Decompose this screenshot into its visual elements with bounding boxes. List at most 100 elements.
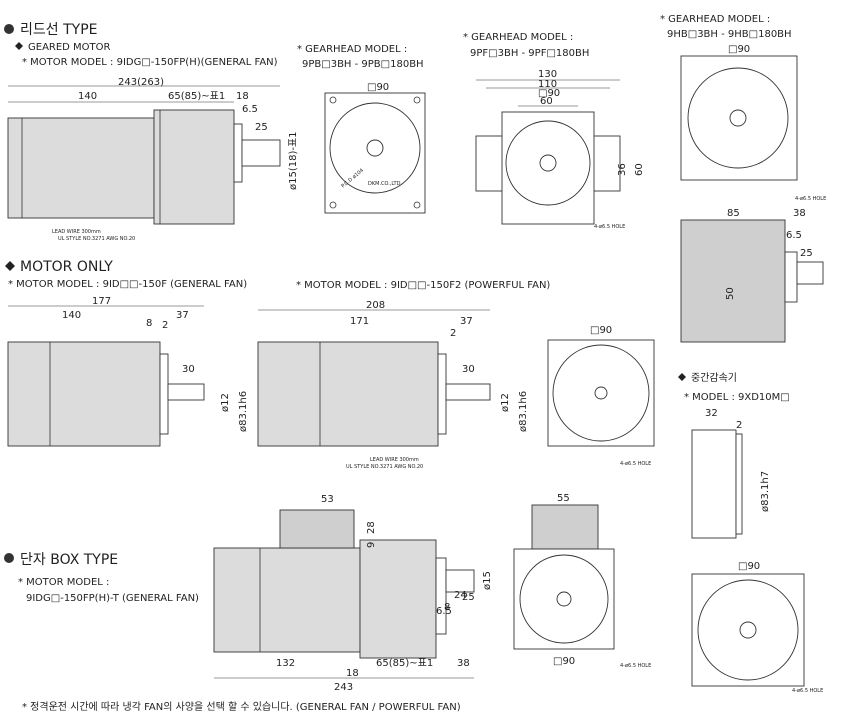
dim-83-h6: ø83.1h6 [238,391,249,432]
dim-sq90: □90 [367,82,389,93]
dim-38: 38 [793,208,806,219]
heading-motor-only: MOTOR ONLY [20,259,113,275]
dim-25-hb: 25 [800,248,813,259]
label-model-powerful: * MOTOR MODEL : 9ID□□-150F2 (POWERFUL FA… [296,280,550,291]
dim-6-5-box: 6.5 [436,606,452,617]
dim-25-box: 25 [462,592,475,603]
label-model-motor-only: * MOTOR MODEL : 9ID□□-150F (GENERAL FAN) [8,279,247,290]
footnote: * 정격운전 시간에 따라 냉각 FAN의 사양을 선택 할 수 있습니다. (… [22,700,461,713]
dim-6-5-hb: 6.5 [786,230,802,241]
dim-171: 171 [350,316,369,327]
dim-55: 55 [557,493,570,504]
lead-wire-note-pw: LEAD WIRE 300mm [370,457,419,463]
dim-60: 60 [540,96,553,107]
dim-sq90-pf: □90 [538,88,560,99]
bullet-icon [4,553,14,563]
heading-intermediate-gear: 중간감속기 [691,372,737,384]
label-model-box-2: 9IDG□-150FP(H)-T (GENERAL FAN) [26,593,199,604]
label-model-box-1: * MOTOR MODEL : [18,577,109,588]
dim-38-box: 38 [457,658,470,669]
dim-28: 28 [366,521,377,534]
label-gearhead-9pf: * GEARHEAD MODEL : [463,32,573,43]
label-gearhead-9hb-range: 9HB□3BH - 9HB□180BH [667,29,792,40]
dim-sq90-hb: □90 [728,44,750,55]
intermediate-gear-side-view: 32 2 ø83.1h7 [691,408,771,539]
diamond-bullet-icon [15,42,23,50]
dim-2-pw: 2 [450,328,456,339]
dim-243: 243 [334,682,353,693]
bullet-icon [4,24,14,34]
motor-front-view: □90 4-ø6.5 HOLE [547,325,655,467]
dim-53: 53 [321,494,334,505]
dim-132: 132 [276,658,295,669]
hole-note-gear: 4-ø6.5 HOLE [792,688,823,694]
hole-note-box: 4-ø6.5 HOLE [620,663,651,669]
dim-12: ø12 [220,393,231,412]
hole-note-hb: 4-ø6.5 HOLE [795,196,826,202]
dim-36: 36 [617,163,628,176]
terminal-box-side-view: 53 28 9 ø15 24 25 8 6.5 132 65(85)~표1 38… [213,494,493,693]
terminal-box-front-view: 55 □90 4-ø6.5 HOLE [513,493,651,669]
label-gearhead-9pf-range: 9PF□3BH - 9PF□180BH [470,48,589,59]
dim-2: 2 [162,320,168,331]
dim-8: 8 [146,318,152,329]
dim-18-box: 18 [346,668,359,679]
dim-208: 208 [366,300,385,311]
heading-lead-type: 리드선 TYPE [20,22,97,38]
dim-50: 50 [725,287,736,300]
heading-terminal-box: 단자 BOX TYPE [20,552,118,568]
intermediate-gear-front-view: □90 4-ø6.5 HOLE [691,561,823,694]
label-gearhead-9hb: * GEARHEAD MODEL : [660,14,770,25]
dim-85: 85 [727,208,740,219]
dim-140-mo: 140 [62,310,81,321]
brand-label: DKM.CO.,LTD. [368,181,402,187]
dim-60-v: 60 [634,163,645,176]
label-gearhead-9pb-range: 9PB□3BH - 9PB□180BH [302,59,424,70]
label-model-gear: * MODEL : 9XD10M□ [684,392,790,403]
gearhead-9pf-front-view: 130 110 □90 60 36 60 4-ø6.5 HOLE [475,69,645,230]
dim-25: 25 [255,122,268,133]
geared-motor-side-view: 243(263) 140 65(85)~표1 18 6.5 25 ø15(18)… [7,77,299,242]
label-gearhead-9pb: * GEARHEAD MODEL : [297,44,407,55]
gearhead-9pb-front-view: □90 P.C.D ø104 DKM.CO.,LTD. [324,82,426,214]
dim-37: 37 [176,310,189,321]
dim-37-pw: 37 [460,316,473,327]
dim-12-pw: ø12 [500,393,511,412]
dim-24: 24 [454,590,467,601]
hole-note: 4-ø6.5 HOLE [594,224,625,230]
dim-15-18: ø15(18)-표1 [288,131,299,190]
dim-65-85-box: 65(85)~표1 [376,658,433,669]
dim-sq90-gear: □90 [738,561,760,572]
gearhead-9hb-views: □90 4-ø6.5 HOLE 85 38 6.5 25 50 [680,44,826,343]
label-model-geared: * MOTOR MODEL : 9IDG□-150FP(H)(GENERAL F… [22,57,278,68]
dim-2-gear: 2 [736,420,742,431]
label-geared-motor: GEARED MOTOR [28,42,111,53]
dim-9: 9 [366,542,377,548]
dim-sq90-box: □90 [553,656,575,667]
lead-wire-note: LEAD WIRE 300mm [52,229,101,235]
dim-18: 18 [236,91,249,102]
motor-only-general-side-view: 177 140 37 8 2 30 ø12 ø83.1h6 [7,296,249,447]
lead-wire-style: UL STYLE NO.3271 AWG NO.20 [58,236,135,242]
dim-83-h6-pw: ø83.1h6 [518,391,529,432]
hole-note-front: 4-ø6.5 HOLE [620,461,651,467]
dim-6-5: 6.5 [242,104,258,115]
dim-130: 130 [538,69,557,80]
dim-8-box: 8 [444,602,450,613]
dim-110: 110 [538,79,557,90]
dim-30-pw: 30 [462,364,475,375]
motor-only-powerful-side-view: 208 171 37 2 30 ø12 ø83.1h6 LEAD WIRE 30… [257,300,529,470]
diamond-bullet-icon [678,373,686,381]
dim-32: 32 [705,408,718,419]
lead-wire-style-pw: UL STYLE NO.3271 AWG NO.20 [346,464,423,470]
dim-83-h7: ø83.1h7 [760,471,771,512]
dim-177: 177 [92,296,111,307]
dim-15: ø15 [482,571,493,590]
dim-243-263: 243(263) [118,77,164,88]
dim-sq90-front: □90 [590,325,612,336]
dim-140: 140 [78,91,97,102]
dim-65-85: 65(85)~표1 [168,91,225,102]
dim-30: 30 [182,364,195,375]
